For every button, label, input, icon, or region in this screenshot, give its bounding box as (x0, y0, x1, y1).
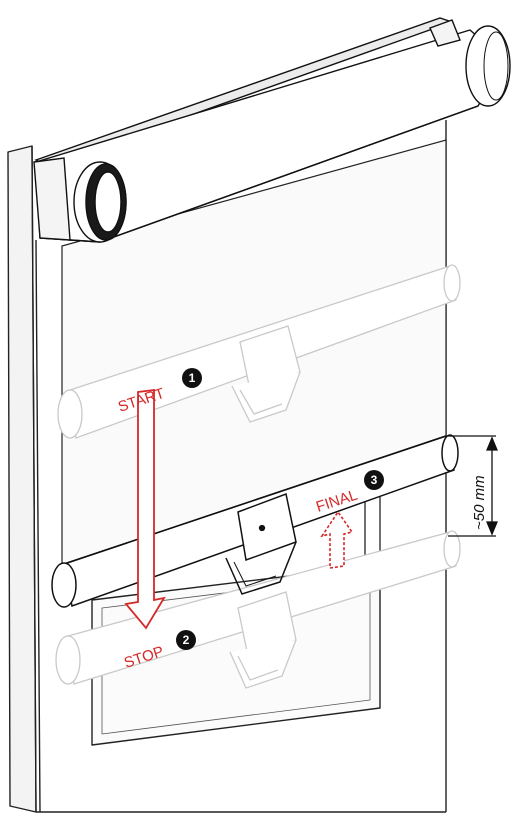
frame-left-post (7, 145, 37, 813)
dimension-bracket (448, 435, 498, 537)
step-badge-1-number: 1 (189, 371, 196, 385)
opening-left-edge (35, 239, 41, 813)
bottom-rail-final (51, 434, 459, 608)
arrow-down-start-to-stop (124, 388, 166, 630)
step-badge-2-number: 2 (183, 633, 190, 647)
step-badge-1 (182, 368, 202, 388)
bottom-rail-start-ghost (57, 264, 461, 439)
left-bracket (33, 157, 71, 241)
step-badge-3-number: 3 (371, 473, 378, 487)
right-bracket (429, 19, 461, 47)
arrow-up-stop-to-final (320, 510, 354, 569)
bottom-rail-stop-ghost (55, 530, 461, 689)
cassette (33, 17, 511, 243)
dimension-label: ~50 mm (471, 475, 488, 530)
step-badge-2 (176, 630, 196, 650)
step-badge-3 (364, 470, 384, 490)
